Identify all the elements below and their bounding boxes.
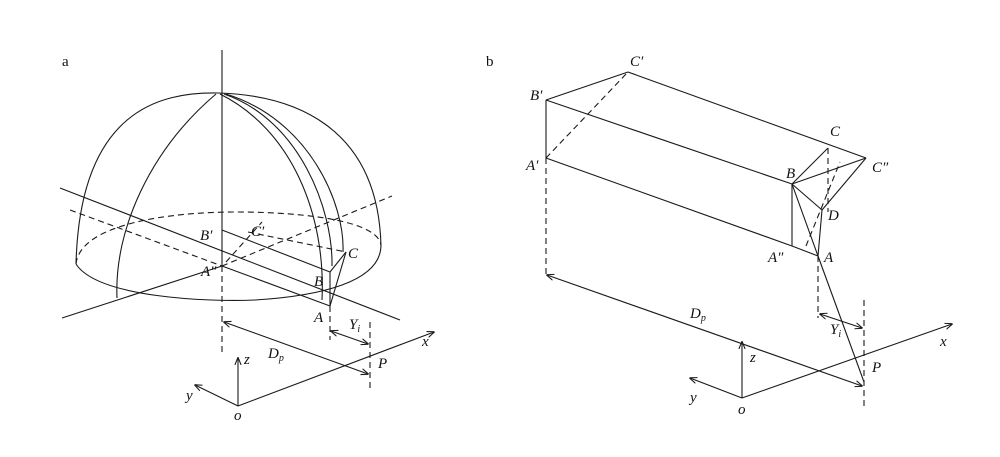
b-edge-b-a <box>791 183 819 257</box>
b-label-y: Yi <box>830 322 841 340</box>
a-label-b-prime: B′ <box>200 228 213 244</box>
b-dashed-adprime-c <box>805 161 841 247</box>
a-label-x: x <box>421 334 429 350</box>
a-dp-arrow <box>224 322 368 374</box>
b-label-b-prime: B′ <box>530 88 543 104</box>
a-x-axis <box>237 332 434 407</box>
a-label-dp: Dp <box>267 346 284 364</box>
b-label-a: A <box>823 250 834 266</box>
a-line-cprime-c <box>247 231 347 253</box>
a-line-a2-a <box>221 265 331 307</box>
b-label-a-prime: A′ <box>525 158 539 174</box>
b-label-o: o <box>738 402 746 418</box>
a-meridian-right <box>219 93 323 301</box>
b-edge-d-a <box>817 209 823 257</box>
b-edge-cdprime-d <box>821 157 867 211</box>
a-line-bottom-left <box>61 265 223 319</box>
a-label-b: B <box>314 274 323 290</box>
b-edge-b-cdprime <box>791 157 867 185</box>
a-meridian-c <box>225 93 344 253</box>
a-line-top-left <box>59 187 401 321</box>
b-label-y-axis: y <box>688 390 697 406</box>
b-x-axis <box>741 324 952 399</box>
b-label-c: C <box>830 124 841 140</box>
b-dp-arrow <box>547 275 862 386</box>
a-line-a-c <box>329 251 347 307</box>
b-edge-adprime-a <box>791 245 819 257</box>
a-label-o: o <box>234 408 242 424</box>
a-meridian-b <box>223 93 333 267</box>
a-label-y-sub: i <box>357 324 360 335</box>
b-label-d-point: D <box>827 208 839 224</box>
b-label-a-dprime: A″ <box>767 250 784 266</box>
b-label-dp-main: D <box>689 306 701 322</box>
a-meridian-left <box>116 93 217 299</box>
b-label-y-main: Y <box>830 322 840 338</box>
b-label-dp: Dp <box>689 306 706 324</box>
b-label-x-axis: x <box>939 334 947 350</box>
a-line-mid-left-dashed <box>69 209 223 267</box>
a-label-y: Yi <box>349 317 360 335</box>
a-label-dp-main: D <box>267 346 279 362</box>
a-label-p: P <box>377 356 387 372</box>
a-label-a: A <box>313 310 324 326</box>
b-label-c-dprime: C″ <box>872 160 889 176</box>
a-y-axis <box>195 385 239 407</box>
a-line-b-c <box>329 251 347 273</box>
a-label-c-prime: C′ <box>251 224 265 240</box>
b-diag-aprime-cprime <box>545 71 629 159</box>
a-line-bprime-b <box>221 229 331 273</box>
a-label-c: C <box>348 246 359 262</box>
a-label-y-axis: y <box>184 388 193 404</box>
b-label-b: B <box>786 166 795 182</box>
b-edge-b-c <box>791 147 829 185</box>
b-yi-arrow <box>820 314 862 328</box>
b-edge-aprime-adprime <box>545 157 793 247</box>
a-line-aprime-cprime <box>225 221 263 263</box>
b-label-z-axis: z <box>749 350 756 366</box>
a-base-back <box>75 211 382 265</box>
panel-b-letter: b <box>486 54 494 70</box>
panel-a-letter: a <box>62 54 69 70</box>
b-edge-cprime-cdprime <box>627 71 867 159</box>
b-label-y-sub: i <box>838 329 841 340</box>
b-label-p: P <box>871 360 881 376</box>
a-dome-outline <box>75 92 382 265</box>
b-edge-b-d <box>791 183 823 211</box>
a-label-y-main: Y <box>349 317 359 333</box>
a-line-right-dashed <box>221 195 393 267</box>
b-label-dp-sub: p <box>700 313 706 324</box>
a-label-dp-sub: p <box>278 353 284 364</box>
b-y-axis <box>690 378 743 399</box>
b-edge-bprime-b <box>545 99 793 185</box>
b-edge-bprime-cprime <box>545 71 629 101</box>
a-base-front <box>75 245 382 301</box>
panel-b: b C′ B′ A′ C C <box>486 54 952 418</box>
b-label-c-prime: C′ <box>630 54 644 70</box>
panel-a: a <box>59 50 434 424</box>
a-label-a-dprime: A″ <box>200 264 217 280</box>
a-label-z-axis: z <box>243 352 250 368</box>
